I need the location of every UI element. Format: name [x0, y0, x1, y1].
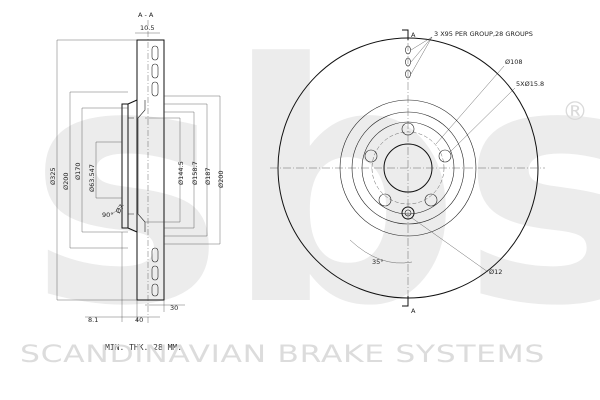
vent-slots [151, 45, 159, 297]
dim-170: Ø170 [74, 162, 82, 180]
bolt-hole-icon [438, 149, 452, 163]
dim-200b: Ø200 [217, 170, 225, 188]
dim-30: 30 [170, 304, 178, 312]
bottom-dimensions: 30 8.1 40 [85, 232, 185, 324]
dim-small: Ø7 [114, 203, 126, 215]
note-groups: 3 X95 PER GROUP,28 GROUPS [434, 30, 533, 38]
hat-profile [121, 99, 138, 233]
dim-81: 8.1 [88, 316, 98, 324]
section-marker-top: A [411, 31, 416, 39]
section-marker-bottom: A [411, 307, 416, 315]
dim-187: Ø187 [204, 167, 212, 185]
registered-mark: ® [562, 97, 588, 127]
section-label: A - A [138, 11, 154, 19]
dim-overall-dia: Ø325 [49, 167, 57, 185]
drill-slot-icon [405, 45, 411, 55]
dim-200: Ø200 [62, 172, 70, 190]
dim-pcd: Ø108 [505, 58, 523, 66]
drill-slot-icon [405, 57, 411, 67]
dim-small-hole: Ø12 [489, 268, 502, 276]
dim-1587: Ø158.7 [191, 161, 199, 185]
dim-hub: Ø63.547 [88, 164, 96, 192]
bolt-hole-icon [424, 193, 438, 207]
dim-holes: 5XØ15.8 [516, 80, 544, 88]
dim-angle-front: 35° [372, 258, 384, 266]
side-section-view: A - A 10.5 Ø325 Ø200 [49, 11, 225, 325]
dim-40: 40 [135, 316, 143, 324]
brand-line: SCANDINAVIAN BRAKE SYSTEMS [20, 340, 545, 368]
dim-top-width: 10.5 [140, 24, 154, 32]
min-thickness-note: MIN. THK. 28 MM. [105, 343, 182, 352]
angle-arc [349, 239, 413, 264]
bolt-hole-icon [378, 193, 392, 207]
bolt-hole-icon [364, 149, 378, 163]
dim-1445: Ø144.5 [177, 161, 185, 185]
watermark-text: sbs [28, 0, 600, 378]
vertical-dimensions: Ø325 Ø200 Ø170 Ø63.547 Ø144.5 Ø158.7 [49, 39, 225, 301]
drill-slot-icon [405, 69, 411, 79]
dim-angle: 90° [102, 211, 114, 219]
front-view: A A 3 X95 PER GROUP,28 GROUPS Ø108 5XØ15… [270, 29, 545, 315]
sbs-watermark: sbs [28, 0, 600, 378]
drill-group: 3 X95 PER GROUP,28 GROUPS [405, 30, 533, 79]
